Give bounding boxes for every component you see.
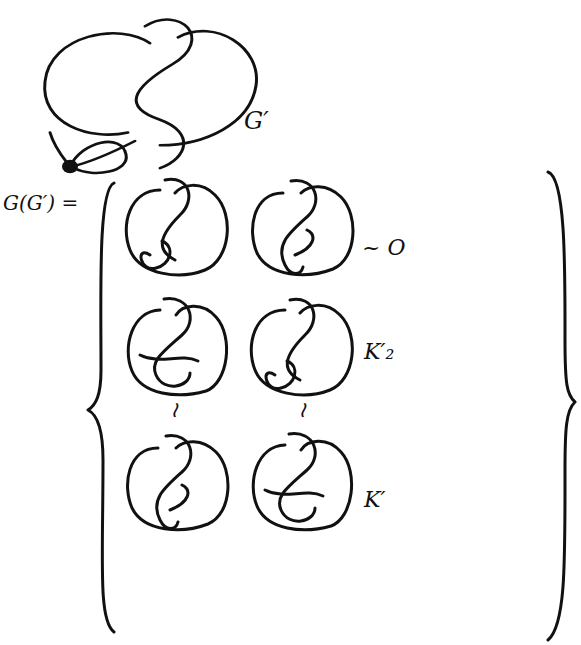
knot-strand [251,305,352,394]
knot-diagram [253,434,351,530]
knot-diagram [126,179,227,274]
knot-diagram [128,436,228,530]
knot-strand [282,181,316,274]
knot-diagram [251,299,352,394]
set-expression: G(G′) = [3,192,78,214]
knot-strand [170,485,188,510]
knot-strand [128,442,228,530]
equivalence-mark: ≀ [170,398,178,422]
knot-strand [72,141,135,167]
knot-strand [140,355,198,361]
knot-diagram [253,181,353,275]
left-brace [88,183,114,632]
knot-name: K′ [364,488,385,512]
knot-strand [141,241,170,269]
graph-name: G′ [244,108,269,134]
knot-strand [253,441,351,530]
vertex-dot [62,160,78,174]
knot-strand [157,436,191,529]
knot-strand [266,361,295,389]
equivalence-mark: ≀ [298,398,306,422]
knot-name: K′₂ [364,340,394,364]
knot-strand [154,299,190,387]
knot-strand [295,230,313,255]
knot-strand [265,490,323,496]
graph-knot [45,20,257,174]
knot-strand [126,185,227,274]
knot-strand [279,434,315,522]
knot-strand [287,299,314,380]
knot-strand [128,306,226,395]
knot-strand [136,20,192,169]
knot-strand [162,179,189,260]
knot-strand [45,33,150,134]
knot-diagram [128,299,226,395]
equivalence-note: ~ O [362,236,405,260]
right-brace [548,172,575,640]
knot-strand [253,187,353,275]
